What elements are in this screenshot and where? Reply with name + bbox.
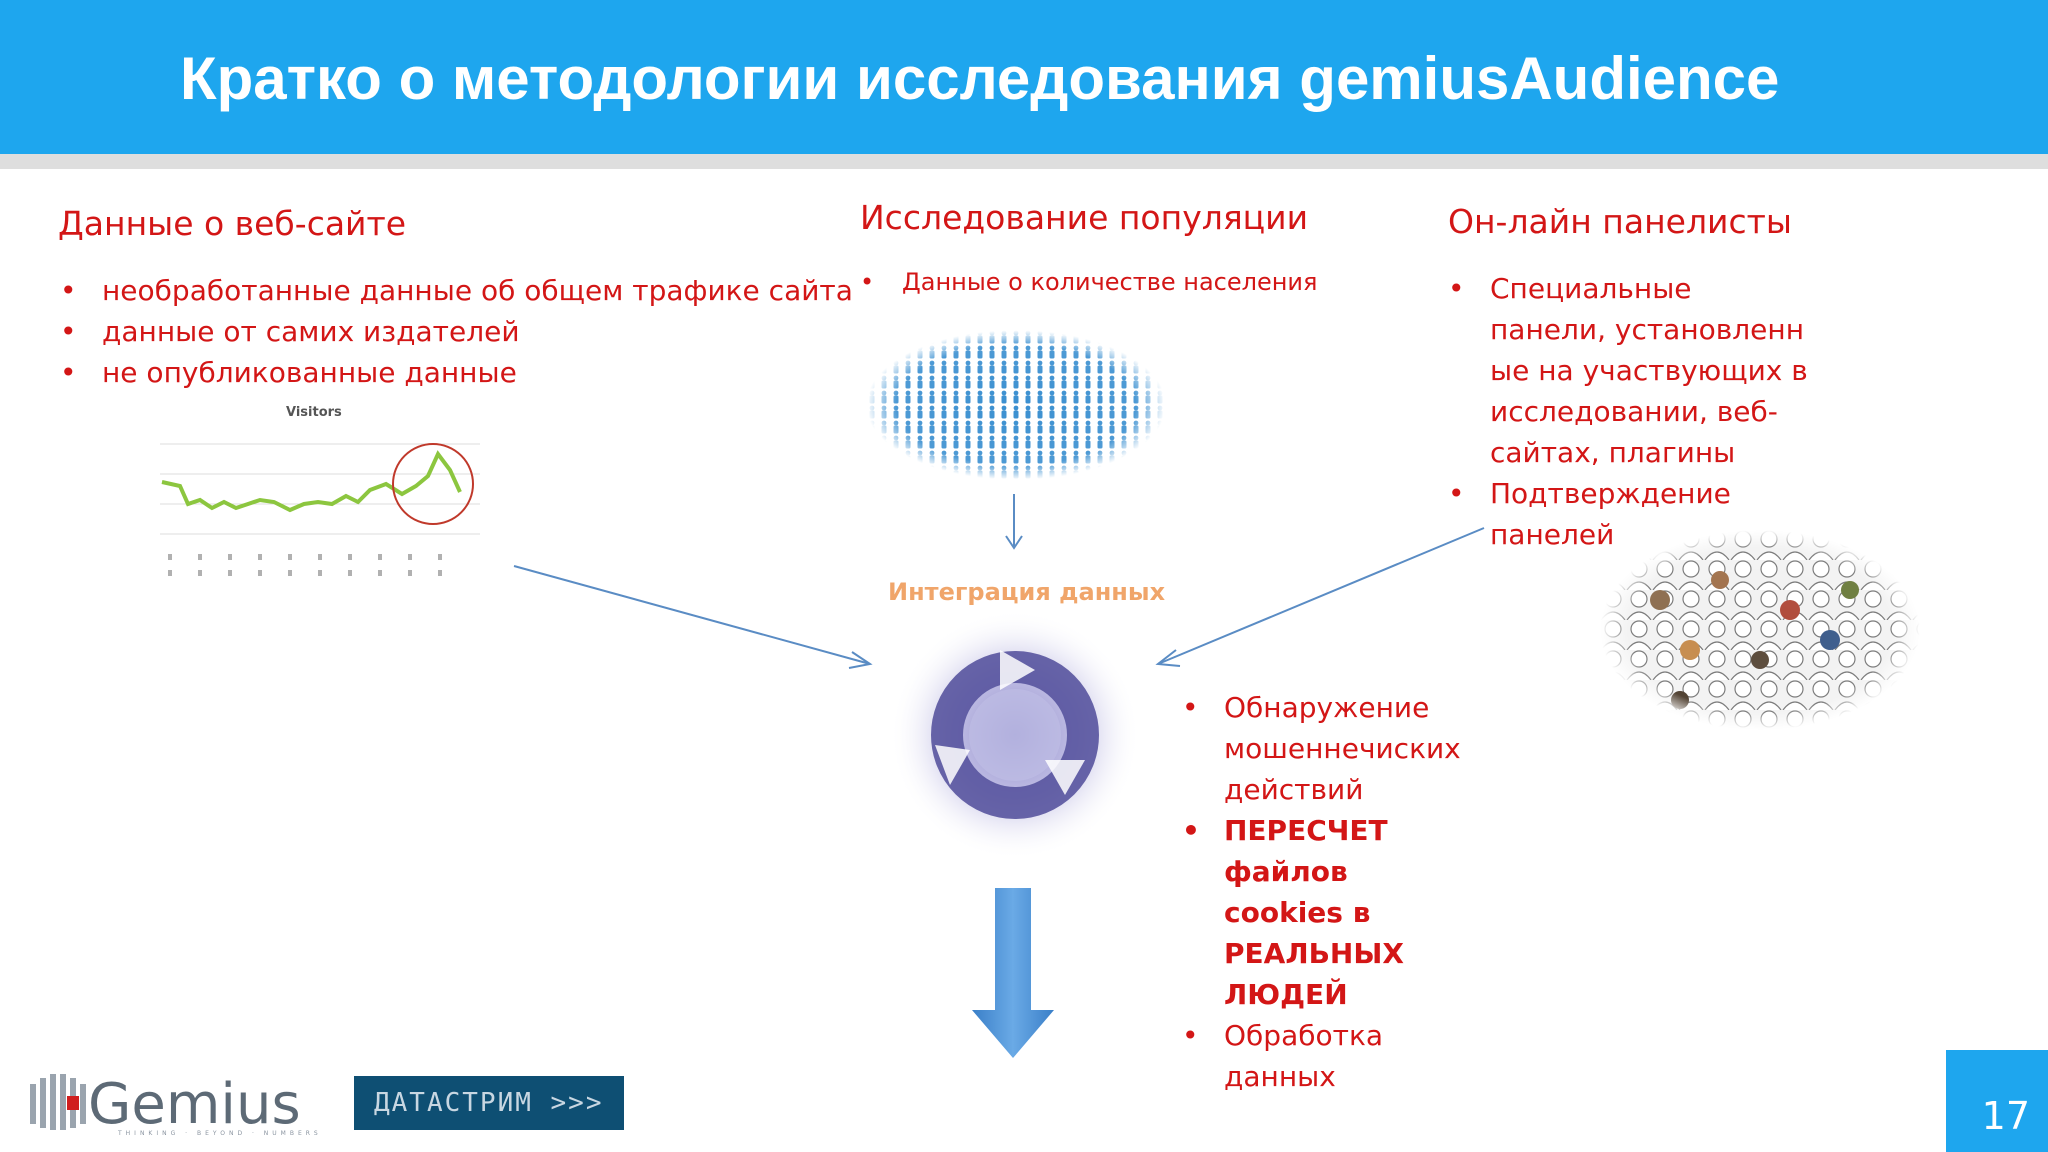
list-item: •Специальные панели, установленн ые на у…: [1448, 268, 1808, 473]
bullet-icon: •: [1182, 814, 1200, 847]
list-item: •данные от самих издателей: [60, 311, 860, 352]
data-processing-list: •Обнаружение мошеннечиских действий •ПЕР…: [1182, 687, 1472, 1097]
gemius-logo-text: Gemius: [88, 1072, 301, 1137]
datastrim-logo-text: ДАТАСТРИМ >>>: [374, 1088, 604, 1118]
gemius-tagline: THINKING · BEYOND · NUMBERS: [118, 1130, 322, 1137]
slide-title: Кратко о методологии исследования gemius…: [180, 45, 1780, 112]
result-down-arrow-icon: [972, 888, 1054, 1058]
title-bar-divider: [0, 154, 2048, 169]
bullet-icon: •: [860, 268, 875, 296]
bullet-icon: •: [1448, 272, 1465, 305]
title-bar: [0, 0, 2048, 154]
website-data-list: •необработанные данные об общем трафике …: [60, 270, 860, 393]
arrow-head: [848, 651, 873, 669]
list-item: •Подтверждение панелей: [1448, 473, 1808, 555]
page-number-box: 17: [1946, 1050, 2048, 1152]
page-number: 17: [1981, 1094, 2030, 1138]
chart-title: Visitors: [286, 405, 342, 420]
panelists-crowd-image: [1600, 530, 1920, 730]
population-study-heading: Исследование популяции: [860, 198, 1309, 237]
website-data-heading: Данные о веб-сайте: [58, 204, 407, 243]
list-item: •необработанные данные об общем трафике …: [60, 270, 860, 311]
bullet-icon: •: [60, 356, 77, 389]
arrow-head: [1005, 535, 1023, 550]
list-item: •ПЕРЕСЧЕТ файлов cookies в РЕАЛЬНЫХ ЛЮДЕ…: [1182, 810, 1472, 1015]
bullet-icon: •: [1182, 691, 1199, 724]
datastrim-logo: ДАТАСТРИМ >>>: [354, 1076, 624, 1130]
list-item: •Данные о количестве населения: [860, 265, 1380, 299]
data-integration-label: Интеграция данных: [888, 578, 1166, 606]
bullet-icon: •: [60, 274, 77, 307]
list-item: •Обнаружение мошеннечиских действий: [1182, 687, 1472, 810]
population-people-image: [866, 330, 1166, 480]
bullet-icon: •: [1448, 477, 1465, 510]
data-integration-cycle-icon: [890, 610, 1140, 860]
arrow-head: [1155, 649, 1181, 667]
list-item: •Обработка данных: [1182, 1015, 1472, 1097]
visitors-chart-image: Visitors: [160, 405, 480, 579]
online-panelists-list: •Специальные панели, установленн ые на у…: [1448, 268, 1808, 555]
bullet-icon: •: [1182, 1019, 1199, 1052]
gemius-logo-icon: [30, 1074, 86, 1130]
online-panelists-heading: Он-лайн панелисты: [1448, 202, 1792, 241]
arrow-website-to-integration: [513, 565, 871, 665]
bullet-icon: •: [60, 315, 77, 348]
list-item: •не опубликованные данные: [60, 352, 860, 393]
population-study-list: •Данные о количестве населения: [860, 265, 1380, 299]
arrow-panelists-to-integration: [1157, 527, 1485, 665]
